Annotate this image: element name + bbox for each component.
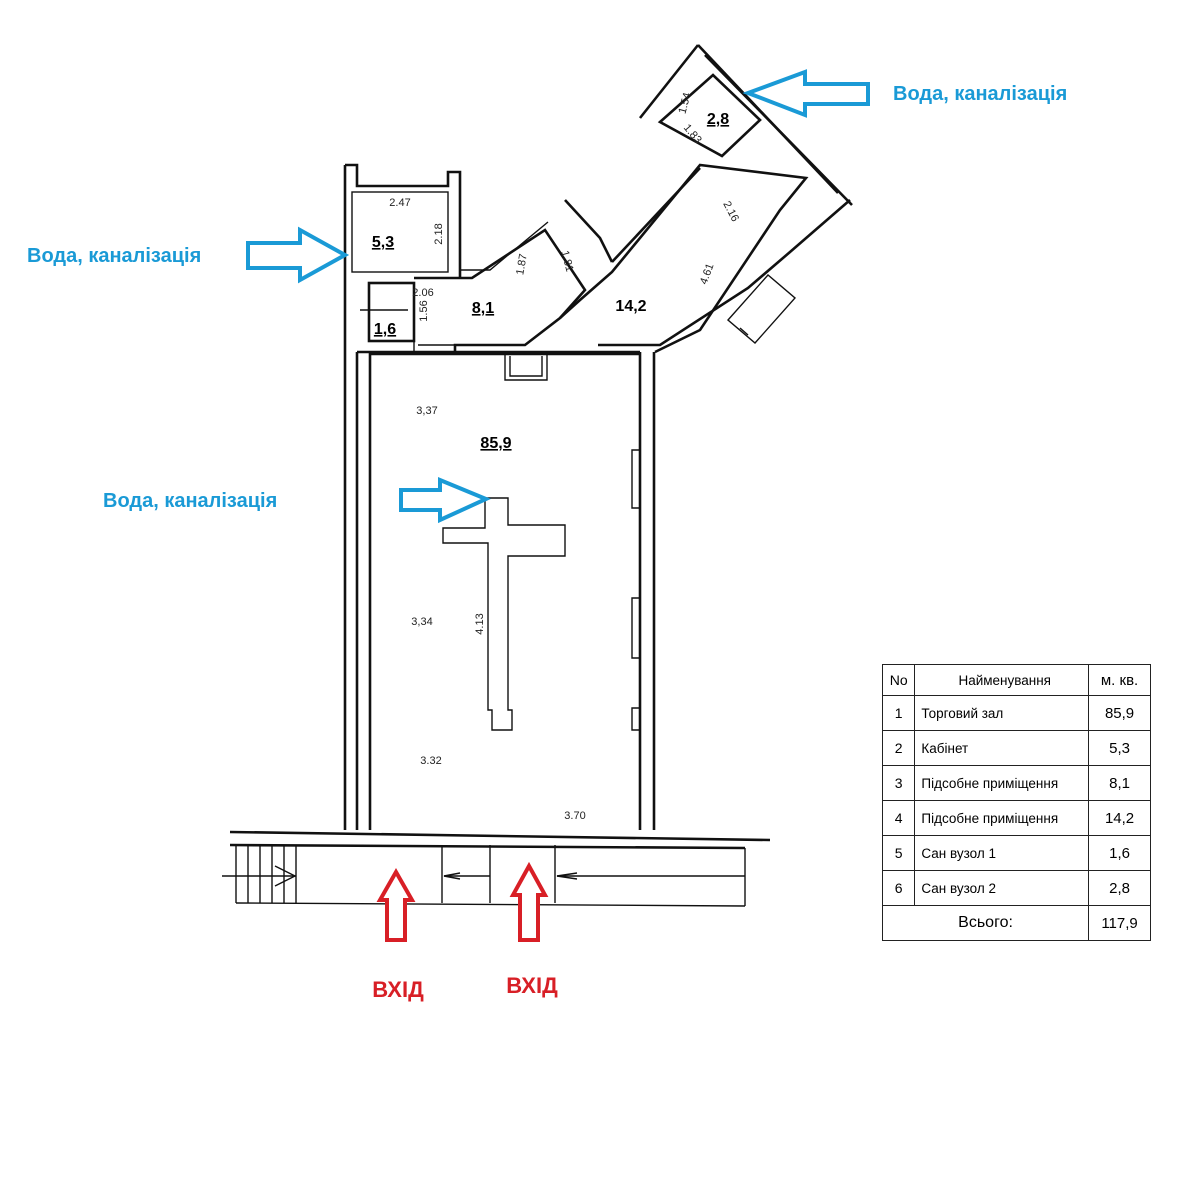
main-hall-walls	[343, 165, 656, 830]
entrance-arrow-1	[376, 867, 416, 942]
wc1-walls	[360, 281, 416, 352]
office-area-label: 5,3	[372, 234, 394, 251]
legend-area: 1,6	[1088, 835, 1151, 871]
legend-no: 3	[881, 765, 916, 801]
legend-name: Торговий зал	[914, 695, 1090, 731]
wc1-area-label: 1,6	[374, 321, 396, 338]
legend-no: 1	[881, 695, 916, 731]
entrance-label-2: ВХІД	[506, 973, 558, 998]
legend-row: 1 Торговий зал 85,9	[881, 695, 1151, 731]
legend-area: 8,1	[1088, 765, 1151, 801]
legend-no: 2	[881, 730, 916, 766]
wc2-area-label: 2,8	[707, 111, 729, 128]
legend-total-row: Всього: 117,9	[881, 905, 1151, 941]
legend-no: 5	[881, 835, 916, 871]
entrance-label-1: ВХІД	[372, 977, 424, 1002]
hall-dim-d: 3.70	[564, 810, 585, 822]
entrance-arrow-2	[509, 861, 549, 942]
legend-name: Підсобне приміщення	[914, 765, 1090, 801]
legend-header-area: м. кв.	[1088, 664, 1151, 696]
utility1-dim-b: 1.81	[558, 249, 575, 273]
office-width-dim: 2.47	[389, 197, 410, 209]
main-hall-area-label: 85,9	[480, 435, 511, 452]
wc2-walls	[638, 44, 853, 206]
legend-row: 4 Підсобне приміщення 14,2	[881, 800, 1151, 836]
legend-header-name: Найменування	[914, 664, 1090, 696]
legend-area: 5,3	[1088, 730, 1151, 766]
hall-column	[442, 497, 566, 731]
utility-room-2-walls	[559, 163, 851, 354]
water-arrow-mid	[399, 477, 492, 524]
utility1-width-dim: 2.06	[412, 287, 433, 299]
legend-row: 6 Сан вузол 2 2,8	[881, 870, 1151, 906]
legend-row: 2 Кабінет 5,3	[881, 730, 1151, 766]
office-height-dim: 2.18	[433, 223, 445, 244]
legend-total-value: 117,9	[1088, 905, 1151, 941]
water-arrow-top	[742, 69, 870, 118]
street-front	[222, 830, 771, 907]
water-sewer-label-mid: Вода, каналізація	[103, 490, 277, 512]
hall-dim-a: 3,37	[416, 405, 437, 417]
water-sewer-label-left: Вода, каналізація	[27, 245, 201, 267]
hall-dim-c: 3.32	[420, 755, 441, 767]
legend-header-row: No Найменування м. кв.	[881, 664, 1151, 696]
utility1-dim-a: 1.87	[514, 253, 530, 276]
room-legend-table: No Найменування м. кв. 1 Торговий зал 85…	[881, 664, 1151, 941]
wc1-height-dim: 1.56	[418, 300, 430, 321]
legend-row: 5 Сан вузол 1 1,6	[881, 835, 1151, 871]
legend-total-label: Всього:	[881, 905, 1090, 941]
column-dim: 4.13	[474, 613, 486, 634]
utility1-area-label: 8,1	[472, 300, 494, 317]
water-arrow-left	[246, 226, 350, 284]
legend-name: Кабінет	[914, 730, 1090, 766]
legend-area: 85,9	[1088, 695, 1151, 731]
legend-area: 14,2	[1088, 800, 1151, 836]
legend-name: Сан вузол 1	[914, 835, 1090, 871]
utility2-area-label: 14,2	[615, 298, 646, 315]
legend-no: 6	[881, 870, 916, 906]
wc2-dim-a: 1.54	[677, 91, 694, 115]
legend-name: Підсобне приміщення	[914, 800, 1090, 836]
office-walls	[345, 163, 462, 278]
legend-row: 3 Підсобне приміщення 8,1	[881, 765, 1151, 801]
hall-dim-b: 3,34	[411, 616, 432, 628]
water-sewer-label-top: Вода, каналізація	[893, 83, 1067, 105]
utility2-dim-b: 4.61	[698, 262, 717, 286]
utility2-dim-a: 2.16	[720, 199, 741, 224]
legend-name: Сан вузол 2	[914, 870, 1090, 906]
legend-no: 4	[881, 800, 916, 836]
legend-area: 2,8	[1088, 870, 1151, 906]
legend-header-no: No	[881, 664, 916, 696]
utility-room-1-walls	[414, 221, 587, 352]
